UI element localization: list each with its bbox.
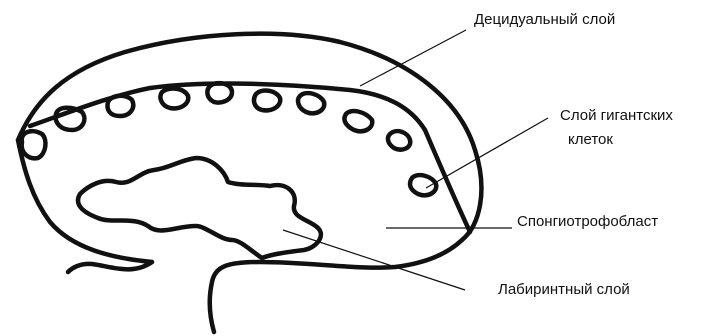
label-spongiotrophoblast: Спонгиотрофобласт xyxy=(517,213,658,231)
giant-cell-5 xyxy=(207,83,232,102)
leader-labyrinth xyxy=(283,230,465,290)
label-giant-cell-layer: Слой гигантских xyxy=(560,107,673,125)
giant-cell-6 xyxy=(254,91,280,111)
label-decidual-layer: Децидуальный слой xyxy=(474,11,615,29)
giant-cell-8 xyxy=(344,111,372,131)
label-labyrinth-layer: Лабиринтный слой xyxy=(498,281,630,299)
giant-cell-9 xyxy=(388,131,410,149)
leader-giant-cells xyxy=(426,118,548,188)
label-giant-cell-layer-line2: клеток xyxy=(568,131,613,149)
giant-cell-layer-contour xyxy=(18,84,470,262)
leader-decidual xyxy=(360,30,466,86)
giant-cell-10 xyxy=(410,175,436,195)
giant-cell-7 xyxy=(298,93,324,113)
labyrinth-contour xyxy=(78,158,321,258)
giant-cell-3 xyxy=(108,96,134,116)
giant-cell-1 xyxy=(22,131,46,158)
giant-cell-4 xyxy=(160,89,188,109)
